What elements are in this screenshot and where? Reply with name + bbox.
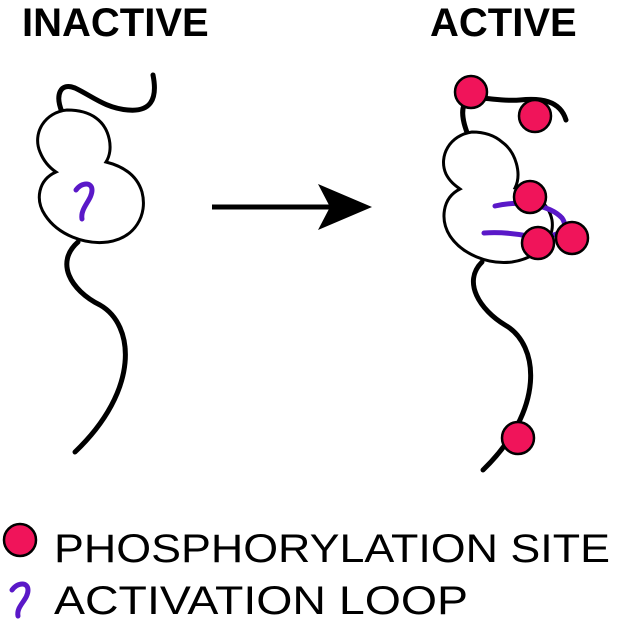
- phosphorylation-site: [520, 225, 556, 261]
- inactive-kinase-domain: [36, 108, 145, 245]
- active-kinase: [442, 74, 590, 473]
- phosphorylation-site: [512, 179, 548, 215]
- phosphorylation-site: [517, 98, 553, 134]
- legend-item-activation-loop: ACTIVATION LOOP: [9, 579, 468, 623]
- legend-item-phosphorylation: PHOSPHORYLATION SITE: [2, 522, 610, 571]
- phosphorylation-site: [453, 74, 489, 110]
- legend-activation-loop-icon: [9, 581, 31, 619]
- legend-activation-loop-label: ACTIVATION LOOP: [54, 579, 468, 623]
- active-kinase-domain: [442, 130, 554, 264]
- active-title: ACTIVE: [430, 1, 577, 45]
- phosphorylation-site: [554, 220, 590, 256]
- legend: PHOSPHORYLATION SITE ACTIVATION LOOP: [2, 522, 610, 623]
- inactive-c-terminal-tail: [64, 239, 128, 455]
- inactive-kinase: [36, 72, 157, 455]
- legend-phosphorylation-label: PHOSPHORYLATION SITE: [54, 527, 610, 571]
- inactive-activation-loop: [73, 181, 95, 222]
- inactive-title: INACTIVE: [22, 1, 209, 45]
- phosphorylation-site: [500, 420, 536, 456]
- active-n-terminal-tail: [460, 95, 569, 138]
- activation-arrow: [212, 184, 372, 230]
- legend-phosphorylation-icon: [2, 522, 38, 558]
- inactive-n-terminal-tail: [56, 72, 157, 115]
